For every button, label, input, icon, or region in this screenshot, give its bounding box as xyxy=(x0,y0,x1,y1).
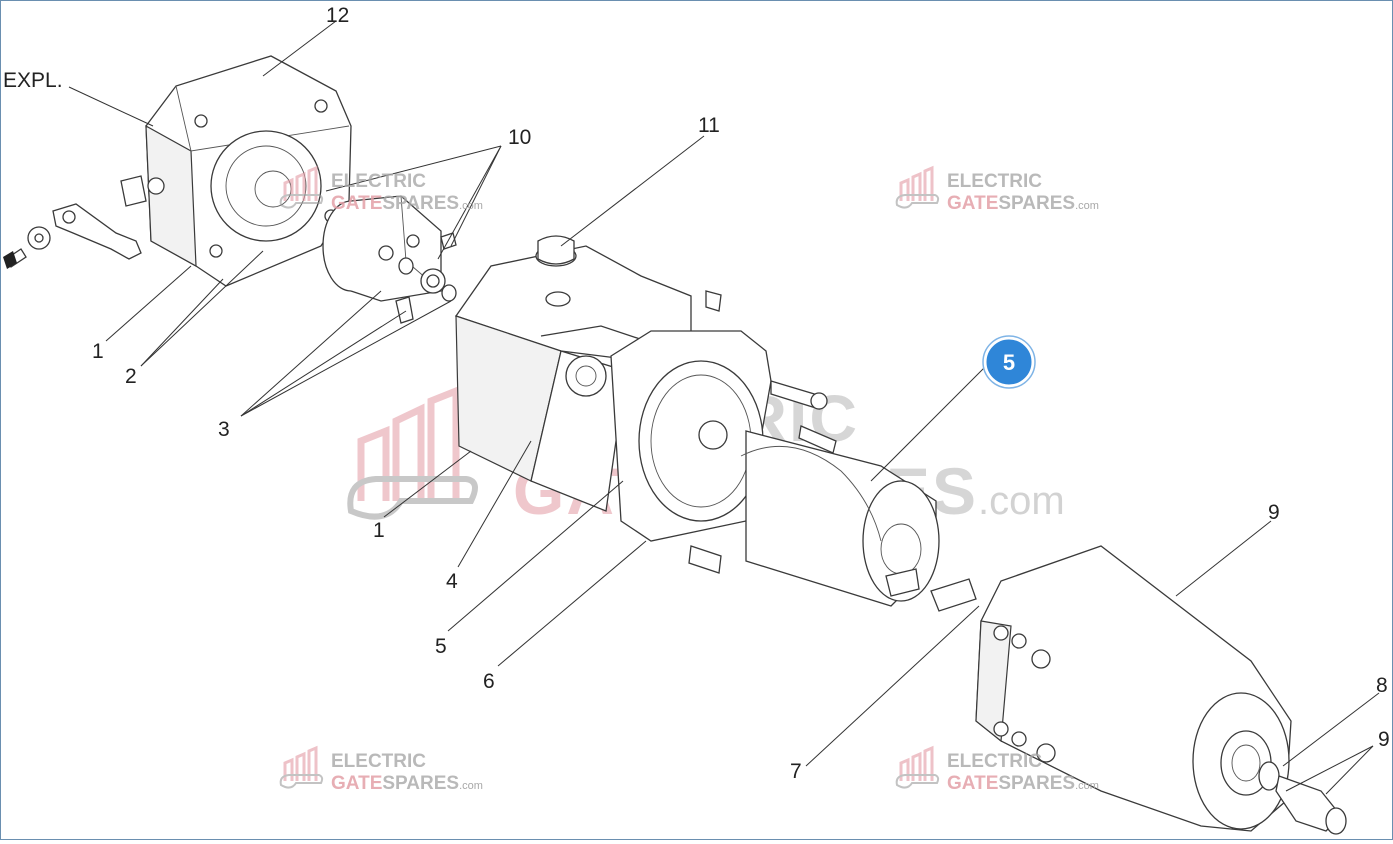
part-12-flange-housing xyxy=(120,55,352,287)
watermark-logo-icon xyxy=(279,745,324,789)
part-5-pump-flange xyxy=(610,290,837,574)
callout-12: 12 xyxy=(326,4,349,27)
leader-lines xyxy=(68,20,1380,795)
watermark-large-com: .com xyxy=(978,479,1065,523)
callout-9-lower: 9 xyxy=(1378,728,1390,751)
badge-label: 5 xyxy=(1003,350,1015,375)
watermark-line2: GATESPARES.com xyxy=(331,193,483,214)
badge-circle xyxy=(983,336,1035,388)
watermark-com: .com xyxy=(1075,780,1099,792)
watermark-spares: SPARES xyxy=(998,193,1075,214)
callout-1-upper: 1 xyxy=(92,340,104,363)
part-1-screw-washer-bracket xyxy=(3,203,142,269)
part-8-cable-gland xyxy=(1258,761,1347,835)
watermark-gate: GATE xyxy=(331,193,382,214)
callout-5: 5 xyxy=(435,635,447,658)
watermark-gate: GATE xyxy=(331,773,382,794)
watermark-spares: SPARES xyxy=(998,773,1075,794)
part-10-valve-block xyxy=(322,195,457,324)
callout-3: 3 xyxy=(218,418,230,441)
callout-2: 2 xyxy=(125,365,137,388)
watermark-gate: GATE xyxy=(947,193,998,214)
watermark-com: .com xyxy=(1075,200,1099,212)
watermark-com: .com xyxy=(459,200,483,212)
part-7-motor xyxy=(740,430,977,612)
watermark-line2: GATESPARES.com xyxy=(331,773,483,794)
callout-11: 11 xyxy=(698,114,720,137)
watermark-small-top-left: ELECTRIC GATESPARES.com xyxy=(279,165,483,214)
callout-1-lower: 1 xyxy=(373,519,385,542)
watermark-logo-icon xyxy=(895,745,940,789)
watermark-line1: ELECTRIC xyxy=(331,171,426,192)
badge-ring xyxy=(982,335,1036,389)
watermark-line1: ELECTRIC xyxy=(331,751,426,772)
callout-8: 8 xyxy=(1376,674,1388,697)
watermark-spares: SPARES xyxy=(382,773,459,794)
watermark-logo-icon xyxy=(347,385,478,520)
callout-10: 10 xyxy=(508,126,531,149)
watermark-small-bottom-right: ELECTRIC GATESPARES.com xyxy=(895,745,1099,794)
watermark-line1: ELECTRIC xyxy=(947,171,1042,192)
callout-6: 6 xyxy=(483,670,495,693)
callout-4: 4 xyxy=(446,570,458,593)
callout-labels: 12 EXPL. 10 11 1 2 3 1 4 5 6 7 9 8 9 xyxy=(3,4,1390,783)
watermark-com: .com xyxy=(459,780,483,792)
part-11-tank-housing xyxy=(454,235,692,512)
watermark-line2: GATESPARES.com xyxy=(947,773,1099,794)
watermark-logo-icon xyxy=(895,165,940,209)
callout-expl: EXPL. xyxy=(3,69,63,92)
watermark-small-bottom-left: ELECTRIC GATESPARES.com xyxy=(279,745,483,794)
callout-9-upper: 9 xyxy=(1268,501,1280,524)
watermark-gate: GATE xyxy=(947,773,998,794)
watermark-logo-icon xyxy=(279,165,324,209)
watermark-line1: ELECTRIC xyxy=(947,751,1042,772)
watermark-small-top-right: ELECTRIC GATESPARES.com xyxy=(895,165,1099,214)
callout-7: 7 xyxy=(790,760,802,783)
callout-badge-5[interactable]: 5 xyxy=(982,335,1036,389)
watermark-line2: GATESPARES.com xyxy=(947,193,1099,214)
part-9-motor-cover xyxy=(975,545,1292,832)
watermark-spares: SPARES xyxy=(382,193,459,214)
